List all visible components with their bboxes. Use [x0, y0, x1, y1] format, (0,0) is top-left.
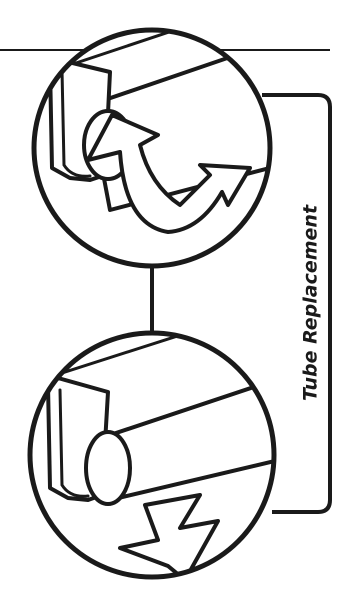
- tube-remove-panel: [27, 330, 277, 580]
- down-arrow-icon: [118, 493, 220, 577]
- tube-replacement-label: Tube Replacement: [300, 204, 322, 401]
- rotate-arrows-icon: [86, 113, 252, 234]
- connector-bracket: [150, 93, 332, 514]
- tube-rotate-panel: [31, 27, 273, 269]
